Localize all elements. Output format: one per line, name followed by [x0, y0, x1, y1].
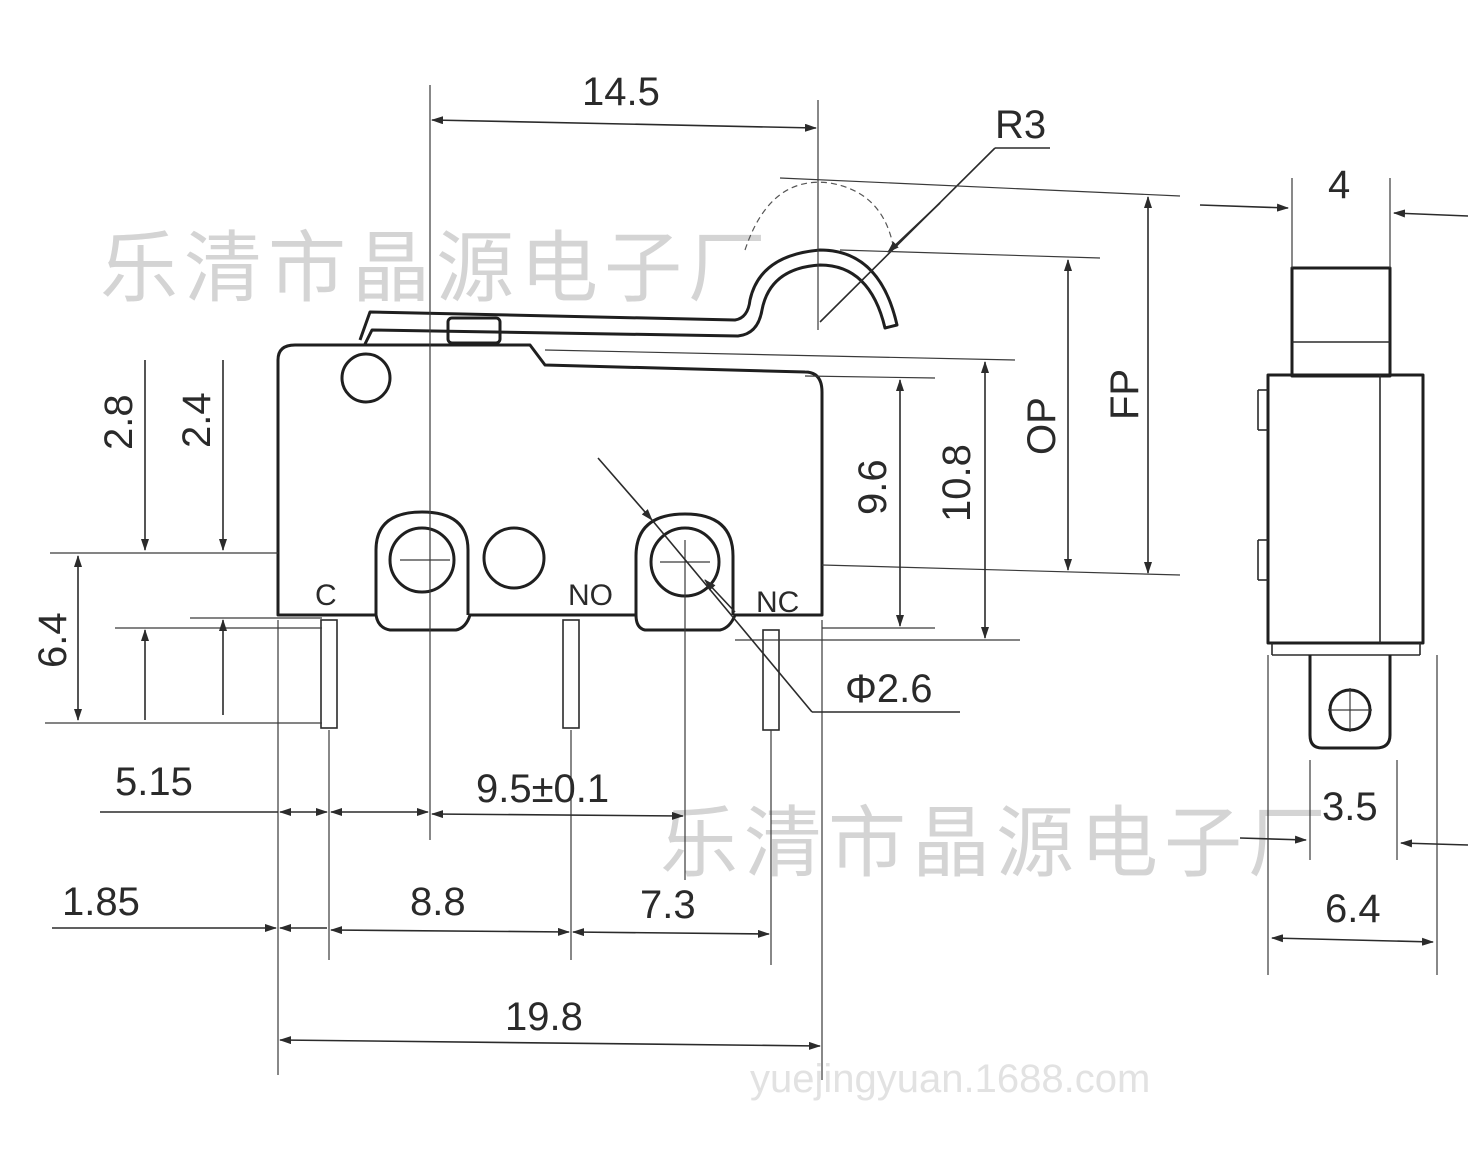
dim-9-5-line: [431, 810, 684, 820]
dim-op-label: OP: [1020, 397, 1064, 455]
dim-side-4-label: 4: [1328, 163, 1350, 207]
centerlines: [277, 85, 823, 1080]
extension-lines-right: [544, 177, 1181, 641]
dim-fp-label: FP: [1103, 369, 1147, 420]
dim-side-3-5-right: [1400, 839, 1468, 848]
dim-1-85-label: 1.85: [62, 880, 140, 924]
dim-2-8-label: 2.8: [97, 394, 141, 450]
dim-8-8-label: 8.8: [410, 880, 466, 924]
side-extension-lines: [1267, 178, 1438, 975]
watermark-site: yuejingyuan.1688.com: [750, 1057, 1150, 1101]
dim-14-5: [431, 116, 817, 132]
terminal-pins: [320, 619, 780, 731]
switch-body-front: [276, 343, 824, 632]
dim-6-4-label: 6.4: [31, 612, 75, 668]
terminal-nc-label: NC: [756, 586, 799, 619]
dim-side-4-right: [1393, 209, 1468, 218]
dim-14-5-label: 14.5: [582, 70, 660, 114]
dim-side-6-4-label: 6.4: [1325, 887, 1381, 931]
dim-side-6-4-line: [1271, 934, 1434, 946]
dim-5-15-label: 5.15: [115, 760, 193, 804]
dim-2-4-label: 2.4: [175, 392, 219, 448]
watermark-bottom: 乐清市晶源电子厂: [660, 799, 1332, 889]
dim-hole-diameter: [597, 457, 960, 713]
dim-r3: [819, 147, 1050, 323]
dim-side-3-5-label: 3.5: [1322, 785, 1378, 829]
dim-side-3-5-left: [1239, 835, 1307, 844]
dim-19-8-line: [279, 1036, 821, 1050]
dim-7-3-label: 7.3: [640, 883, 696, 927]
terminal-c-label: C: [315, 579, 337, 612]
dim-8-8-line: [330, 926, 570, 936]
dim-19-8-label: 19.8: [505, 995, 583, 1039]
dim-r3-label: R3: [995, 103, 1046, 147]
terminal-no-label: NO: [568, 579, 613, 612]
dim-hole-diameter-label: Φ2.6: [845, 667, 933, 711]
dim-7-3-line: [572, 928, 770, 938]
lever-arm: [358, 181, 899, 345]
dim-9-5-label: 9.5±0.1: [476, 767, 609, 811]
watermark-top: 乐清市晶源电子厂: [100, 224, 772, 314]
dim-10-8-label: 10.8: [935, 444, 979, 522]
dim-9-6-label: 9.6: [851, 459, 895, 515]
switch-side-view: [1257, 266, 1425, 750]
extension-lines-left: [45, 552, 322, 724]
dim-side-4-left: [1199, 203, 1289, 212]
